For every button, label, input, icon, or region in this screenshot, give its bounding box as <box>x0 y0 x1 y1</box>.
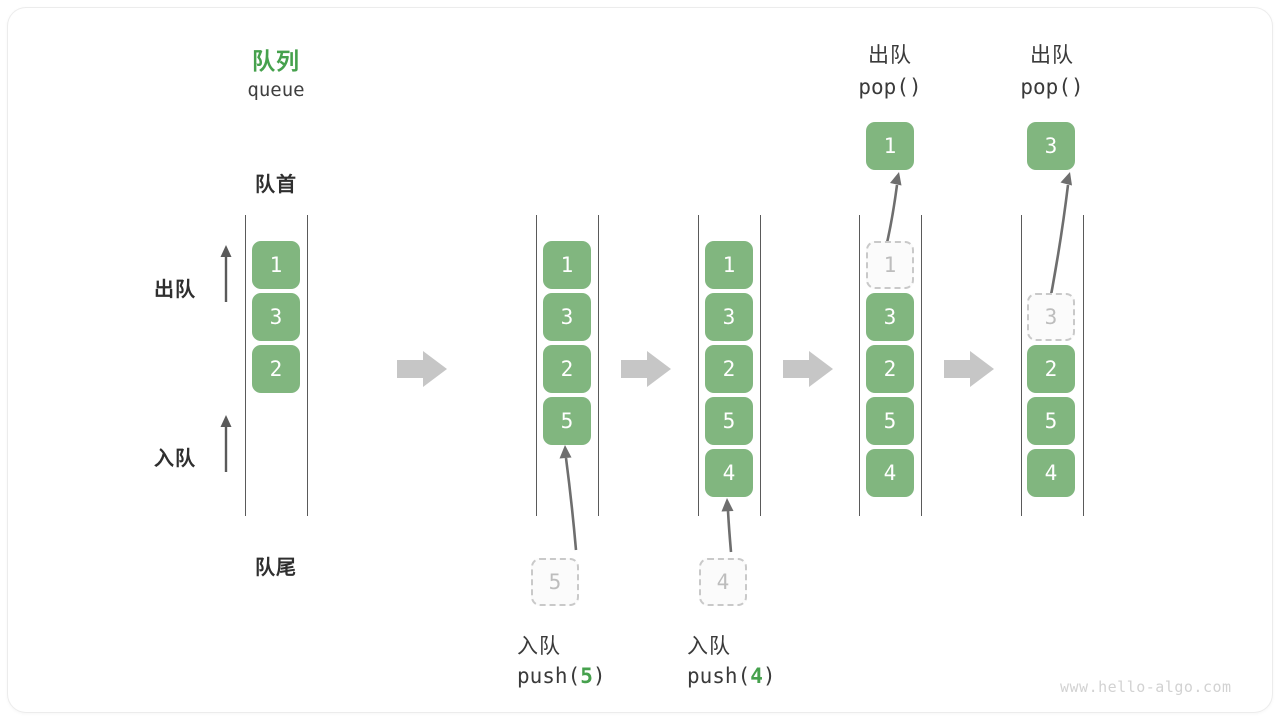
queue-rail-left-2 <box>536 215 537 516</box>
dequeue-label: 出队 <box>154 277 196 301</box>
queue-cell: 2 <box>252 345 300 393</box>
push-motion-arrow-icon <box>559 445 578 551</box>
enqueue-label: 入队 <box>154 446 196 470</box>
dequeue-direction-arrow-icon <box>220 245 232 302</box>
popped-value-cell: 1 <box>866 122 914 170</box>
transition-arrow-right-icon <box>783 351 833 387</box>
popped-value-cell: 3 <box>1027 122 1075 170</box>
queue-cell-ghost: 1 <box>866 241 914 289</box>
push-code-arg: 5 <box>580 664 593 688</box>
queue-rail-right-4 <box>921 215 922 516</box>
queue-cell: 3 <box>866 293 914 341</box>
queue-title-cn: 队列 <box>252 49 300 75</box>
queue-cell: 5 <box>1027 397 1075 445</box>
queue-cell: 2 <box>543 345 591 393</box>
push-code-suffix: ) <box>592 664 606 688</box>
push-code-prefix: push( <box>517 664 581 688</box>
queue-rail-left-5 <box>1021 215 1022 516</box>
queue-rail-left-3 <box>698 215 699 516</box>
queue-cell: 5 <box>543 397 591 445</box>
queue-cell: 3 <box>252 293 300 341</box>
push-code-prefix: push( <box>687 664 751 688</box>
enqueue-direction-arrow-icon <box>220 415 232 472</box>
push-code-suffix: ) <box>762 664 776 688</box>
pop-caption-code: pop() <box>858 75 922 99</box>
push-caption-code: push(4) <box>687 664 776 688</box>
push-caption-cn: 入队 <box>517 634 561 658</box>
queue-rail-right-5 <box>1083 215 1084 516</box>
push-caption-code: push(5) <box>517 664 606 688</box>
queue-cell: 2 <box>705 345 753 393</box>
queue-cell: 4 <box>705 449 753 497</box>
queue-cell: 5 <box>866 397 914 445</box>
queue-cell: 2 <box>866 345 914 393</box>
transition-arrow-right-icon <box>397 351 447 387</box>
queue-cell: 4 <box>866 449 914 497</box>
queue-cell-ghost: 3 <box>1027 293 1075 341</box>
incoming-value-ghost: 4 <box>699 558 747 606</box>
pop-caption-cn: 出队 <box>1030 43 1074 67</box>
queue-rail-right-1 <box>307 215 308 516</box>
queue-cell: 1 <box>543 241 591 289</box>
transition-arrow-right-icon <box>621 351 671 387</box>
queue-cell: 3 <box>705 293 753 341</box>
queue-cell: 2 <box>1027 345 1075 393</box>
queue-cell: 1 <box>705 241 753 289</box>
queue-rail-left-4 <box>859 215 860 516</box>
queue-cell: 4 <box>1027 449 1075 497</box>
queue-cell: 3 <box>543 293 591 341</box>
push-caption-cn: 入队 <box>687 634 731 658</box>
front-label: 队首 <box>255 172 297 196</box>
transition-arrow-right-icon <box>944 351 994 387</box>
queue-rail-right-2 <box>598 215 599 516</box>
queue-rail-right-3 <box>760 215 761 516</box>
queue-cell: 1 <box>252 241 300 289</box>
queue-rail-left-1 <box>245 215 246 516</box>
watermark: www.hello-algo.com <box>1060 678 1232 696</box>
queue-cell: 5 <box>705 397 753 445</box>
queue-cell-empty <box>1027 241 1075 289</box>
push-code-arg: 4 <box>750 664 763 688</box>
diagram-card: 队列 queue 队首 队尾 出队 入队 1 3 2 1 3 2 5 5 入队 … <box>8 8 1272 712</box>
rear-label: 队尾 <box>255 555 297 579</box>
incoming-value-ghost: 5 <box>531 558 579 606</box>
pop-caption-cn: 出队 <box>868 43 912 67</box>
queue-title-en: queue <box>247 79 305 101</box>
push-motion-arrow-icon <box>721 498 734 553</box>
pop-caption-code: pop() <box>1020 75 1084 99</box>
